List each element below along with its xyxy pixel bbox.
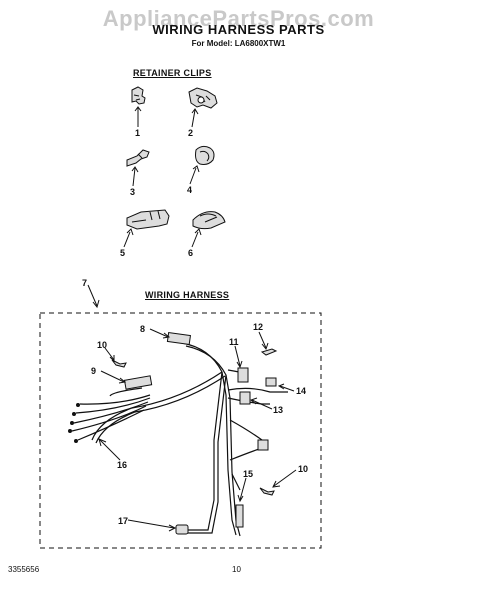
- doc-number: 3355656: [8, 565, 40, 574]
- harness-label-15: 15: [243, 469, 254, 479]
- retainer-clip-3: [126, 149, 150, 167]
- harness-label-9: 9: [91, 366, 97, 376]
- connector-14: [265, 377, 295, 392]
- harness-label-12: 12: [253, 322, 264, 332]
- harness-label-14: 14: [296, 386, 307, 396]
- harness-label-10a: 10: [97, 340, 108, 350]
- assembly-label-7: 7: [82, 278, 88, 288]
- page-title: WIRING HARNESS PARTS: [152, 22, 325, 37]
- clip-label-1: 1: [135, 128, 141, 138]
- retainer-clip-5: [126, 209, 170, 230]
- page-number: 10: [232, 565, 241, 574]
- harness-label-10b: 10: [298, 464, 309, 474]
- clip-label-3: 3: [130, 187, 136, 197]
- harness-trunk: [71, 342, 288, 537]
- harness-label-16: 16: [117, 460, 128, 470]
- connector-17: [127, 519, 189, 535]
- harness-label-17: 17: [118, 516, 129, 526]
- retainer-clip-1: [131, 86, 146, 105]
- clip-label-5: 5: [120, 248, 126, 258]
- retainer-clip-6: [192, 211, 226, 230]
- terminal-10b: [259, 469, 297, 496]
- connector-9: [100, 370, 153, 390]
- harness-label-11: 11: [229, 337, 239, 347]
- clip-label-2: 2: [188, 128, 194, 138]
- model-number: For Model: LA6800XTW1: [191, 39, 286, 48]
- wiring-harness-heading: WIRING HARNESS: [145, 290, 230, 300]
- connector-13: [239, 391, 273, 410]
- harness-label-8: 8: [140, 324, 146, 334]
- clip-label-4: 4: [187, 185, 193, 195]
- retainer-clip-4: [195, 145, 215, 165]
- terminal-10a: [104, 347, 127, 368]
- terminal-12: [258, 331, 278, 356]
- connector-8: [149, 328, 192, 346]
- harness-label-13: 13: [273, 405, 284, 415]
- clip-label-6: 6: [188, 248, 194, 258]
- retainer-clip-2: [188, 87, 218, 109]
- retainer-clips-heading: RETAINER CLIPS: [133, 68, 212, 78]
- watermark-text: AppliancePartsPros.com: [102, 6, 375, 31]
- connector-11: [234, 345, 249, 383]
